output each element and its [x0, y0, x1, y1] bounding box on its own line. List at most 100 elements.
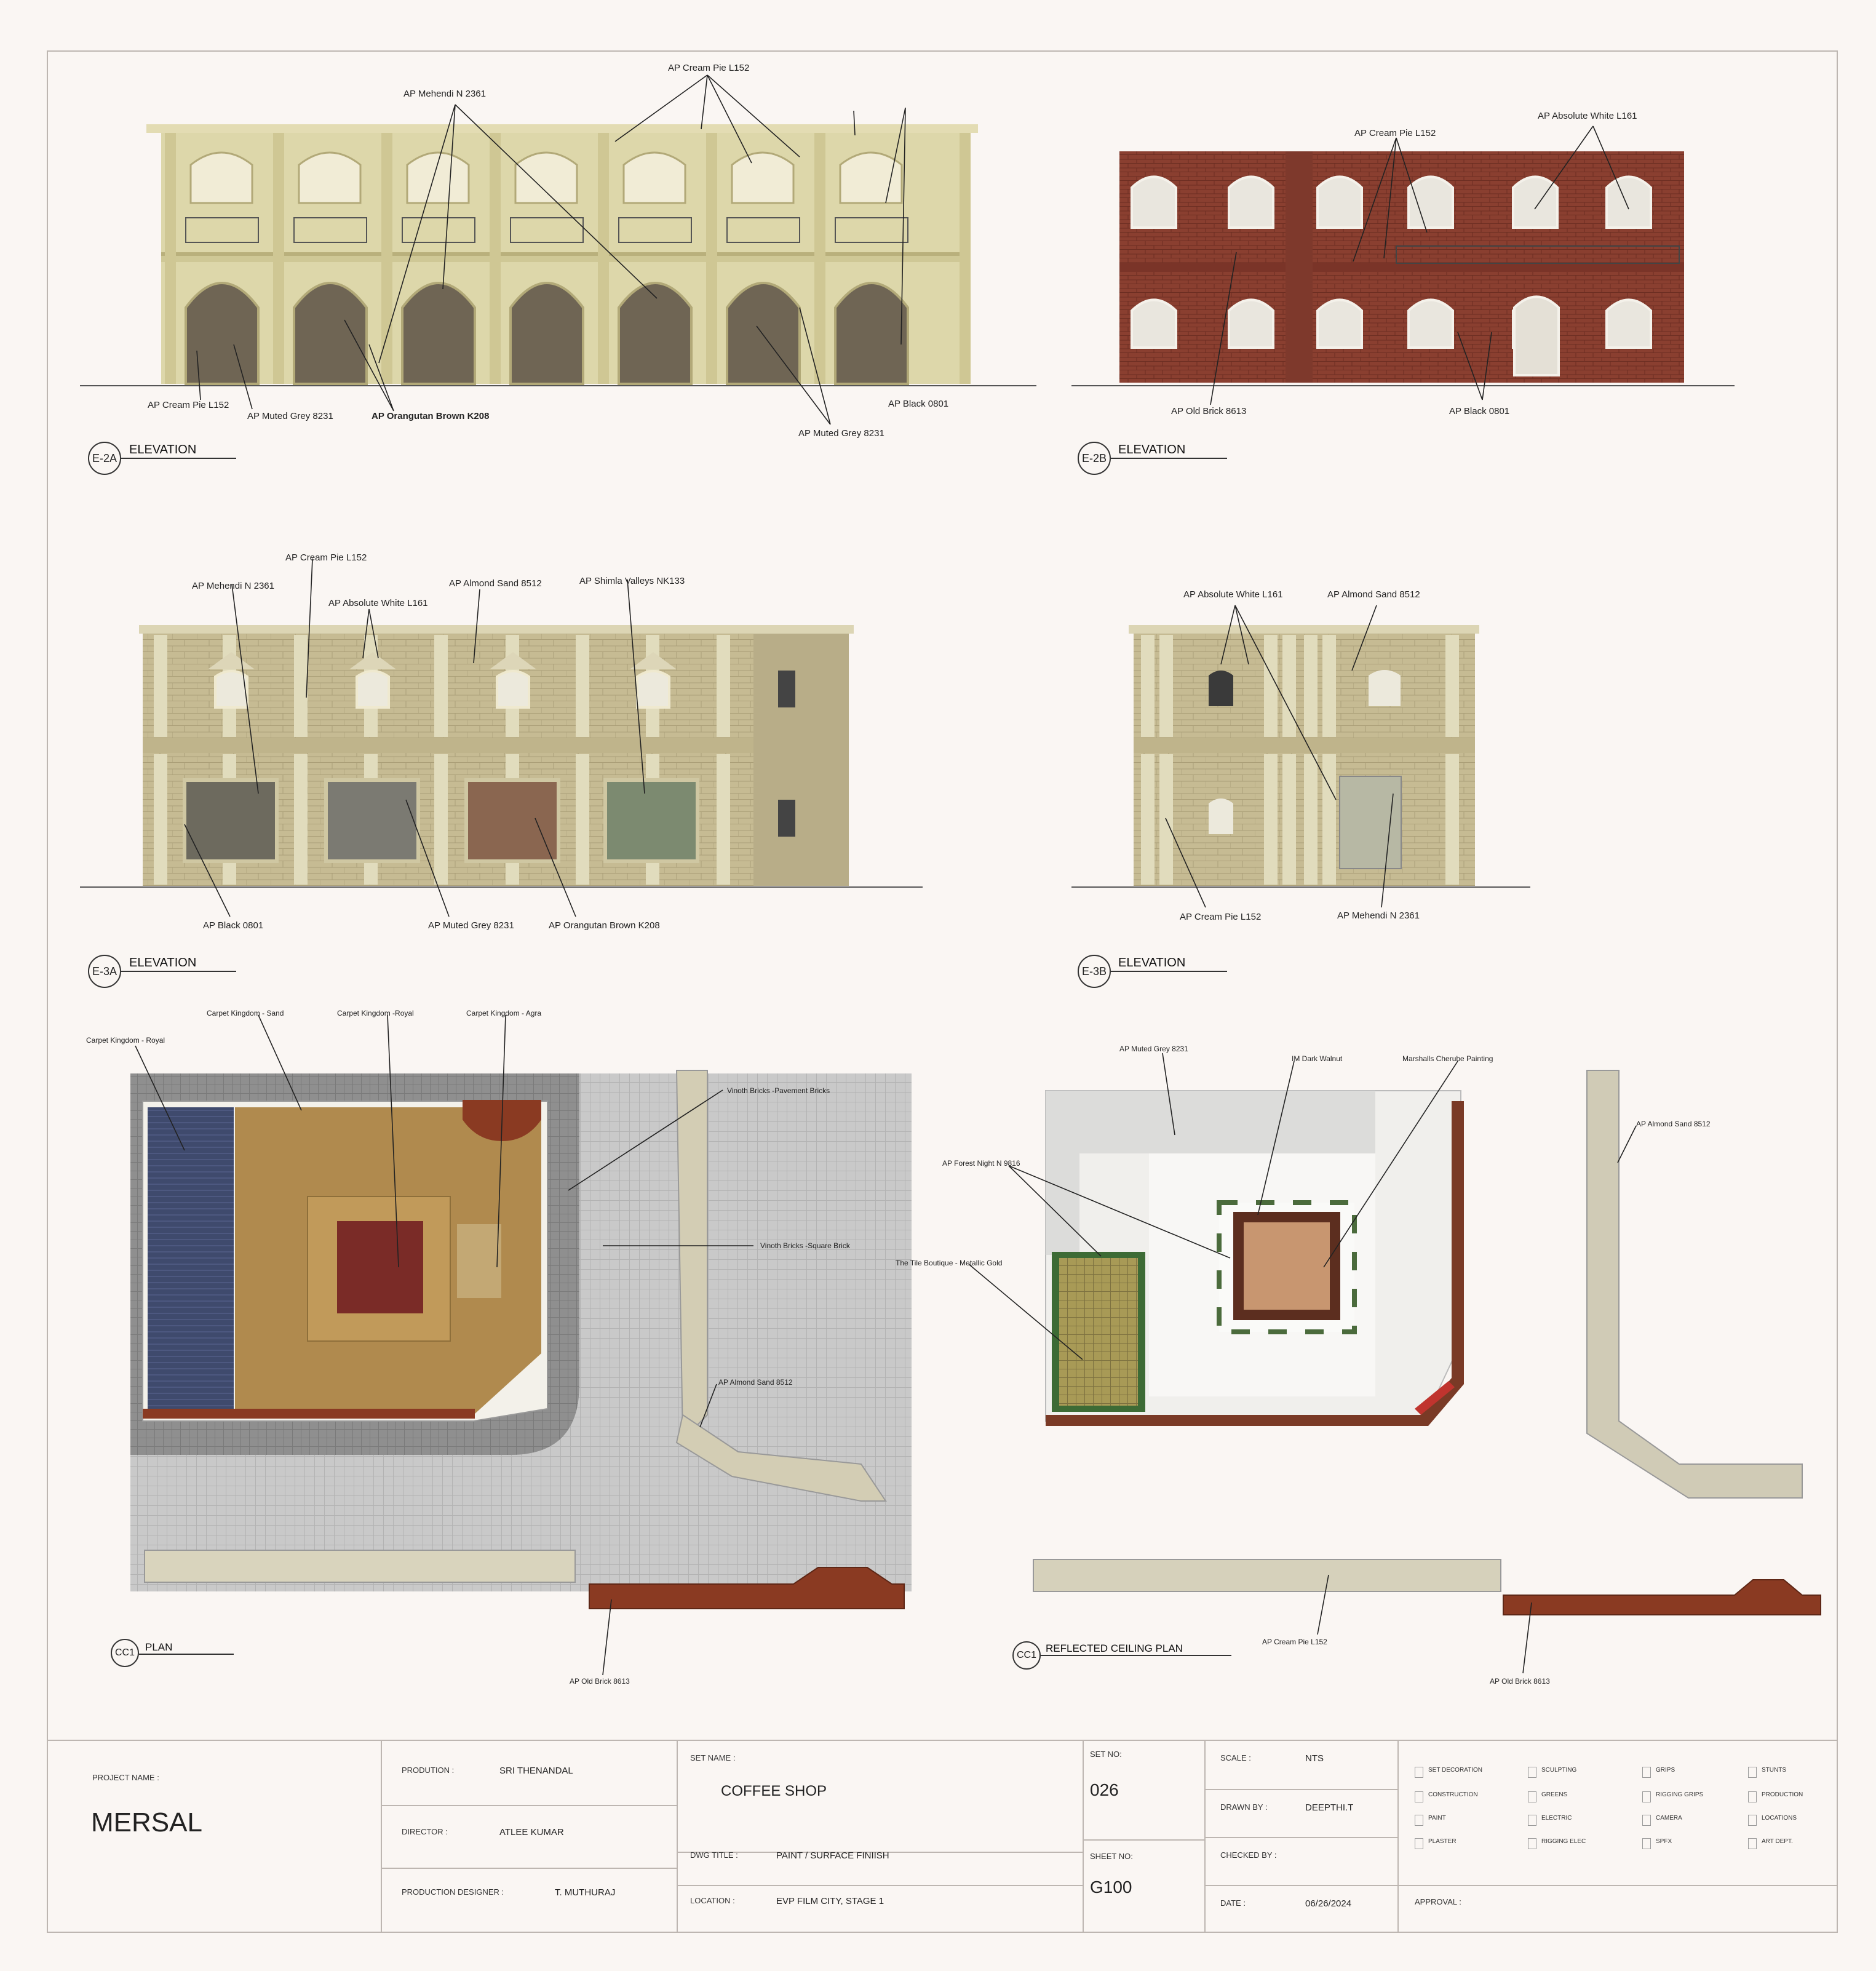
upper-arched-window [839, 151, 903, 204]
shop-display-window [183, 778, 279, 863]
elevation-e2a-facade [80, 124, 1036, 386]
ground-arch-display [509, 282, 584, 385]
department-checkbox[interactable] [1415, 1838, 1423, 1849]
department-checkbox[interactable] [1415, 1815, 1423, 1826]
window [1209, 798, 1233, 834]
ground-arch-display [185, 282, 260, 385]
production-label: PRODUTION : [402, 1766, 455, 1775]
tb-hline-2 [381, 1868, 677, 1869]
scale-value: NTS [1305, 1753, 1324, 1764]
e3a-label-orangutan-brown: AP Orangutan Brown K208 [549, 920, 660, 931]
pediment [208, 652, 255, 669]
column [294, 635, 308, 737]
column [1282, 754, 1296, 885]
pediment-window [496, 670, 530, 709]
rcp-label-metallic-gold: The Tile Boutique - Metallic Gold [896, 1259, 1003, 1267]
project-name-value: MERSAL [91, 1807, 202, 1838]
ground-arch-display [618, 282, 693, 385]
balcony-railing [835, 217, 908, 243]
tb-hline-7 [1204, 1837, 1397, 1838]
e3b-label-absolute-white: AP Absolute White L161 [1183, 589, 1283, 600]
department-checkbox[interactable] [1748, 1767, 1757, 1778]
shop-display-window [464, 778, 560, 863]
ground-arch-display [293, 282, 368, 385]
set-name-value: COFFEE SHOP [721, 1783, 827, 1799]
lower-window [1228, 298, 1274, 349]
shop-display-window [603, 778, 699, 863]
e3a-label-black: AP Black 0801 [203, 920, 264, 931]
director-value: ATLEE KUMAR [499, 1827, 564, 1838]
department-checkbox[interactable] [1748, 1791, 1757, 1802]
department-label: SPFX [1656, 1838, 1672, 1845]
elevation-e2b-facade [1071, 151, 1735, 386]
department-checkbox[interactable] [1528, 1815, 1536, 1826]
e3a-label-mehendi: AP Mehendi N 2361 [192, 581, 274, 591]
department-checkbox[interactable] [1748, 1815, 1757, 1826]
pilaster [706, 133, 717, 384]
department-checkbox[interactable] [1528, 1767, 1536, 1778]
department-checkbox[interactable] [1642, 1838, 1651, 1849]
department-checkbox[interactable] [1528, 1791, 1536, 1802]
column [1304, 754, 1318, 885]
department-label: ELECTRIC [1541, 1815, 1572, 1822]
upper-arched-window [189, 151, 253, 204]
upper-arched-window [514, 151, 578, 204]
e2b-label-cream-pie: AP Cream Pie L152 [1354, 128, 1436, 138]
date-label: DATE : [1220, 1898, 1246, 1908]
pilaster [814, 133, 825, 384]
set-no-value: 026 [1090, 1780, 1119, 1799]
column [1141, 754, 1155, 885]
department-label: PLASTER [1428, 1838, 1457, 1845]
tb-hline-3 [677, 1852, 1083, 1853]
director-label: DIRECTOR : [402, 1827, 448, 1836]
e2b-drawing-title: ELEVATION [1118, 443, 1186, 456]
balcony-railing [402, 217, 475, 243]
department-label: GREENS [1541, 1791, 1568, 1798]
checked-by-label: CHECKED BY : [1220, 1850, 1277, 1860]
department-checkbox[interactable] [1748, 1838, 1757, 1849]
department-checkbox[interactable] [1415, 1791, 1423, 1802]
elevation-e3b-facade [1071, 625, 1530, 888]
tb-hline-1 [381, 1805, 677, 1806]
e2a-label-cream-pie-top: AP Cream Pie L152 [668, 63, 750, 73]
department-label: RIGGING GRIPS [1656, 1791, 1704, 1798]
e3a-label-shimla-valleys: AP Shimla Valleys NK133 [579, 576, 685, 586]
balcony-railing [726, 217, 800, 243]
pilaster [598, 133, 609, 384]
department-checkbox[interactable] [1415, 1767, 1423, 1778]
e2b-label-old-brick: AP Old Brick 8613 [1171, 406, 1247, 416]
pilaster [381, 133, 392, 384]
drawn-by-value: DEEPTHI.T [1305, 1802, 1354, 1813]
department-label: STUNTS [1762, 1767, 1786, 1774]
e2b-title-underline [1110, 458, 1227, 459]
plan-label-carpet-royal-left: Carpet Kingdom - Royal [86, 1036, 165, 1045]
plan-label-pavement-bricks: Vinoth Bricks -Pavement Bricks [727, 1086, 830, 1095]
e3b-label-almond-sand: AP Almond Sand 8512 [1327, 589, 1420, 600]
upper-arched-window [406, 151, 470, 204]
e2a-label-black: AP Black 0801 [888, 399, 949, 409]
sheet-no-value: G100 [1090, 1877, 1132, 1897]
dwg-title-label: DWG TITLE : [690, 1850, 738, 1860]
tb-hline-5 [1083, 1839, 1204, 1841]
rcp-drawing-title: REFLECTED CEILING PLAN [1046, 1642, 1183, 1654]
lower-window [1407, 298, 1454, 349]
e2b-drawing-tag: E-2B [1078, 442, 1111, 475]
shop-display-window [324, 778, 420, 863]
department-checkbox[interactable] [1642, 1767, 1651, 1778]
e2a-label-muted-grey-right: AP Muted Grey 8231 [798, 428, 884, 439]
scale-label: SCALE : [1220, 1753, 1251, 1762]
e3a-title-underline [121, 971, 236, 972]
department-checkbox[interactable] [1528, 1838, 1536, 1849]
pediment-window [636, 670, 670, 709]
department-checkbox[interactable] [1642, 1791, 1651, 1802]
department-checkbox[interactable] [1642, 1815, 1651, 1826]
department-label: PRODUCTION [1762, 1791, 1803, 1798]
plan-title-underline [139, 1654, 234, 1655]
e2a-drawing-title: ELEVATION [129, 443, 197, 456]
e2a-title-underline [121, 458, 236, 459]
e2a-label-mehendi: AP Mehendi N 2361 [403, 89, 486, 99]
tb-divider-2 [677, 1741, 678, 1933]
tb-hline-8 [1204, 1885, 1397, 1886]
designer-label: PRODUCTION DESIGNER : [402, 1887, 504, 1897]
e3a-label-cream-pie: AP Cream Pie L152 [285, 552, 367, 563]
